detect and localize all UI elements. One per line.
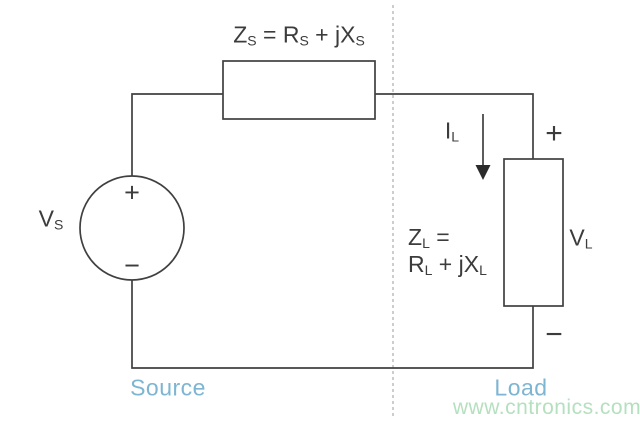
source-voltage-label: VS: [38, 205, 64, 233]
zs-sub: S: [247, 32, 257, 49]
source-minus-sign: −: [124, 250, 140, 281]
load-section-label: Load: [494, 374, 548, 401]
zl-sub: L: [422, 235, 430, 252]
il-term: I: [444, 117, 452, 144]
voltage-source-circle: [79, 175, 185, 281]
load-impedance-line1: ZL =: [408, 224, 487, 251]
xl-sub: L: [479, 262, 487, 279]
load-impedance-label: ZL = RL + jXL: [408, 224, 487, 278]
zl-equals: =: [429, 224, 450, 250]
wire-source-to-zs: [131, 93, 223, 177]
rl-term: R: [408, 251, 425, 277]
rl-sub: L: [424, 262, 433, 279]
rs-sub: S: [299, 32, 309, 49]
il-sub: L: [451, 128, 460, 145]
wire-load-to-source-return: [131, 280, 534, 369]
rs-term: = R: [256, 21, 300, 48]
watermark-text: www.cntronics.com: [452, 396, 640, 419]
source-impedance-label: ZS = RS + jXS: [233, 21, 365, 49]
vl-sub: L: [584, 235, 593, 252]
zl-term: Z: [408, 224, 423, 250]
load-plus-sign: +: [545, 117, 563, 150]
vs-sub: S: [54, 216, 64, 233]
load-current-label: IL: [444, 117, 460, 145]
xs-term: + jX: [308, 21, 356, 48]
vs-term: V: [38, 205, 54, 232]
source-impedance-box: [222, 60, 376, 120]
xl-term: + jX: [432, 251, 480, 277]
zs-term: Z: [233, 21, 248, 48]
wire-zs-to-load: [375, 93, 534, 159]
load-voltage-label: VL: [569, 224, 593, 252]
vl-term: V: [569, 224, 585, 251]
source-section-label: Source: [130, 374, 206, 401]
load-impedance-line2: RL + jXL: [408, 251, 487, 278]
load-impedance-box: [503, 158, 564, 307]
xs-sub: S: [355, 32, 365, 49]
current-arrow-head-icon: [475, 165, 491, 180]
source-plus-sign: +: [124, 177, 140, 208]
load-minus-sign: −: [545, 318, 563, 351]
